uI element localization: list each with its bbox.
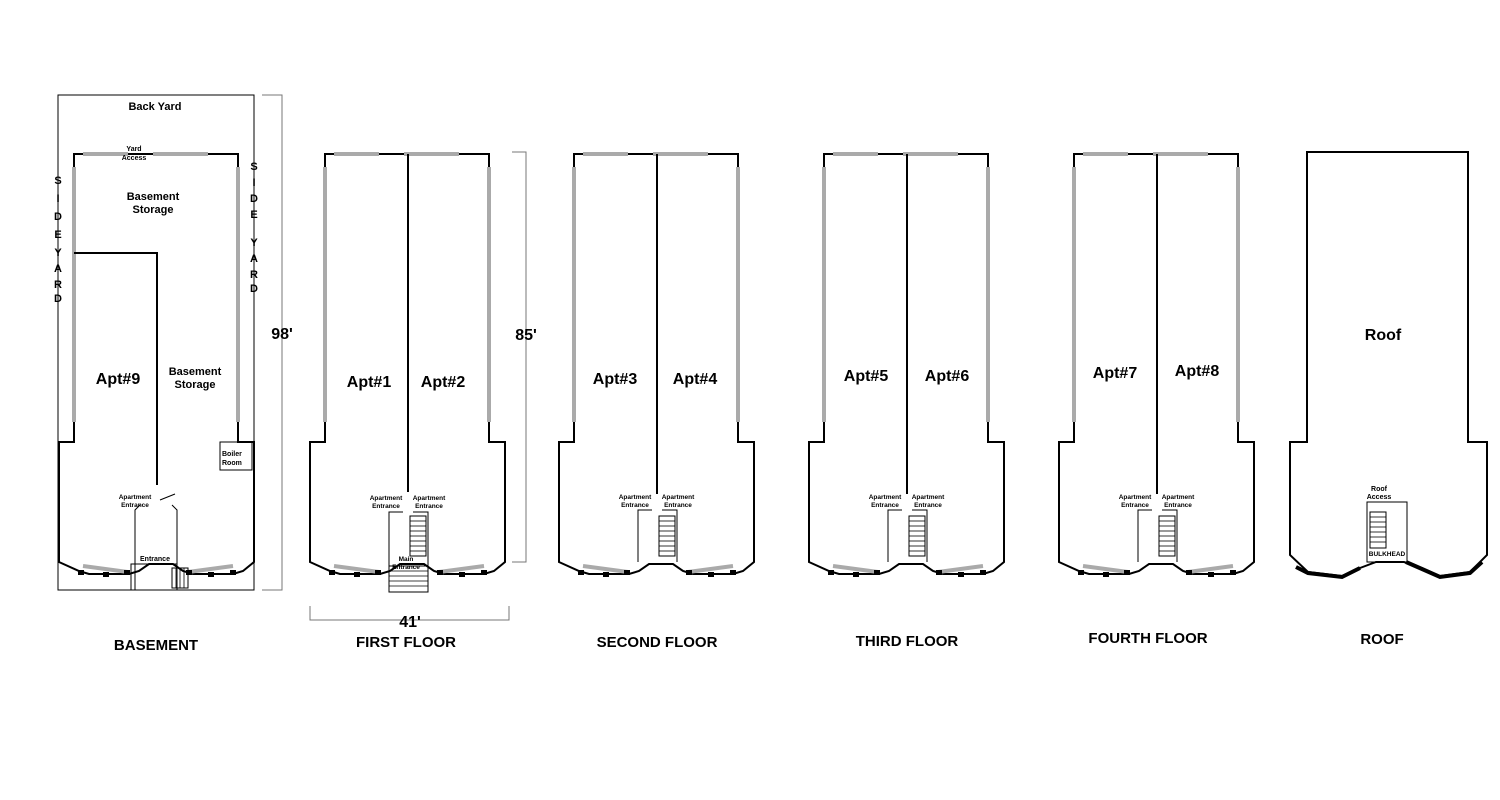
main-entrance-label-2: Entrance [392, 564, 420, 571]
apt5-label: Apt#5 [844, 368, 889, 385]
width-41-dimension [309, 606, 510, 621]
second-floor-title: SECOND FLOOR [597, 634, 718, 651]
depth-85-dimension [512, 151, 527, 563]
yard-access-label-2: Access [122, 155, 147, 162]
apt9-wall [74, 252, 158, 485]
boiler-room-label-2: Room [222, 460, 242, 467]
third-floor-stairs [908, 515, 926, 557]
depth-98-label: 98' [271, 326, 293, 343]
apt7-label: Apt#7 [1093, 365, 1138, 382]
second-entrance-left: Apartment [619, 494, 652, 501]
second-entrance-left-2: Entrance [621, 502, 649, 509]
apt9-label: Apt#9 [96, 371, 141, 388]
roof-access-label-2: Access [1367, 494, 1392, 501]
svg-text:Y: Y [250, 237, 258, 249]
bulkhead-label: BULKHEAD [1369, 551, 1406, 558]
third-floor-plan: Apt#5 Apt#6 Apartment Entrance Apartment… [807, 152, 1006, 650]
yard-access-label: Yard [126, 146, 141, 153]
svg-text:D: D [250, 193, 258, 205]
side-yard-left-label: S I D E Y A R D [54, 175, 62, 305]
svg-text:R: R [54, 279, 62, 291]
apt1-label: Apt#1 [347, 374, 392, 391]
first-floor-plan: Apt#1 Apt#2 Apartment Entrance Apartment… [308, 151, 537, 651]
svg-text:S: S [250, 161, 257, 173]
first-entrance-right-2: Entrance [415, 503, 443, 510]
svg-text:A: A [250, 253, 258, 265]
roof-access-label: Roof [1371, 486, 1388, 493]
bulkhead [1366, 501, 1408, 563]
basement-exterior-stairs [171, 567, 189, 589]
depth-85-label: 85' [515, 327, 537, 344]
apt8-label: Apt#8 [1175, 363, 1220, 380]
first-floor-title: FIRST FLOOR [356, 634, 456, 651]
first-floor-stairs [409, 515, 427, 557]
svg-text:S: S [54, 175, 61, 187]
roof-plan: Roof Roof Access BULKHEAD ROOF [1289, 151, 1488, 648]
roof-stairs [1369, 511, 1387, 549]
third-entrance-right-2: Entrance [914, 502, 942, 509]
svg-text:R: R [250, 269, 258, 281]
svg-text:D: D [54, 293, 62, 305]
svg-text:A: A [54, 263, 62, 275]
first-entrance-left: Apartment [370, 495, 403, 502]
apt2-label: Apt#2 [421, 374, 466, 391]
svg-text:E: E [54, 229, 61, 241]
second-entrance-right-2: Entrance [664, 502, 692, 509]
boiler-room-label: Boiler [222, 451, 242, 458]
basement-storage-top: Basement [127, 191, 180, 203]
fourth-entrance-right-2: Entrance [1164, 502, 1192, 509]
third-floor-title: THIRD FLOOR [856, 633, 959, 650]
apt6-label: Apt#6 [925, 368, 970, 385]
fourth-floor-title: FOURTH FLOOR [1088, 630, 1207, 647]
apt4-label: Apt#4 [673, 371, 718, 388]
svg-text:D: D [54, 211, 62, 223]
boiler-room [219, 441, 253, 471]
basement-plan: Back Yard S I D E Y A R D S I D E Y A R … [54, 94, 293, 654]
basement-storage-right-2: Storage [175, 379, 216, 391]
fourth-entrance-left-2: Entrance [1121, 502, 1149, 509]
first-entrance-left-2: Entrance [372, 503, 400, 510]
svg-text:I: I [56, 193, 59, 205]
svg-text:D: D [250, 283, 258, 295]
width-41-label: 41' [399, 614, 421, 631]
depth-98-dimension [262, 94, 283, 591]
fourth-entrance-left: Apartment [1119, 494, 1152, 501]
back-yard-label: Back Yard [128, 101, 181, 113]
second-floor-stairs [658, 515, 676, 557]
roof-outline [1289, 151, 1488, 578]
basement-entrance-vestibule [130, 563, 178, 591]
second-floor-plan: Apt#3 Apt#4 Apartment Entrance Apartment… [557, 152, 756, 651]
fourth-floor-plan: Apt#7 Apt#8 Apartment Entrance Apartment… [1057, 152, 1256, 647]
main-entrance-label: Main [399, 556, 414, 563]
basement-storage-right: Basement [169, 366, 222, 378]
basement-title: BASEMENT [114, 637, 198, 654]
third-entrance-left: Apartment [869, 494, 902, 501]
svg-text:E: E [250, 209, 257, 221]
basement-entrance-label: Entrance [140, 556, 170, 563]
basement-storage-top-2: Storage [133, 204, 174, 216]
svg-text:I: I [252, 177, 255, 189]
side-yard-right-label: S I D E Y A R D [250, 161, 258, 295]
third-entrance-right: Apartment [912, 494, 945, 501]
main-entrance-stoop [388, 565, 429, 593]
roof-title: ROOF [1360, 631, 1403, 648]
third-entrance-left-2: Entrance [871, 502, 899, 509]
apartment-entrance-label: Apartment [119, 494, 152, 501]
apt3-label: Apt#3 [593, 371, 638, 388]
svg-text:Y: Y [54, 247, 62, 259]
second-entrance-right: Apartment [662, 494, 695, 501]
roof-label: Roof [1365, 327, 1402, 344]
fourth-entrance-right: Apartment [1162, 494, 1195, 501]
fourth-floor-stairs [1158, 515, 1176, 557]
first-entrance-right: Apartment [413, 495, 446, 502]
apartment-entrance-label-2: Entrance [121, 502, 149, 509]
